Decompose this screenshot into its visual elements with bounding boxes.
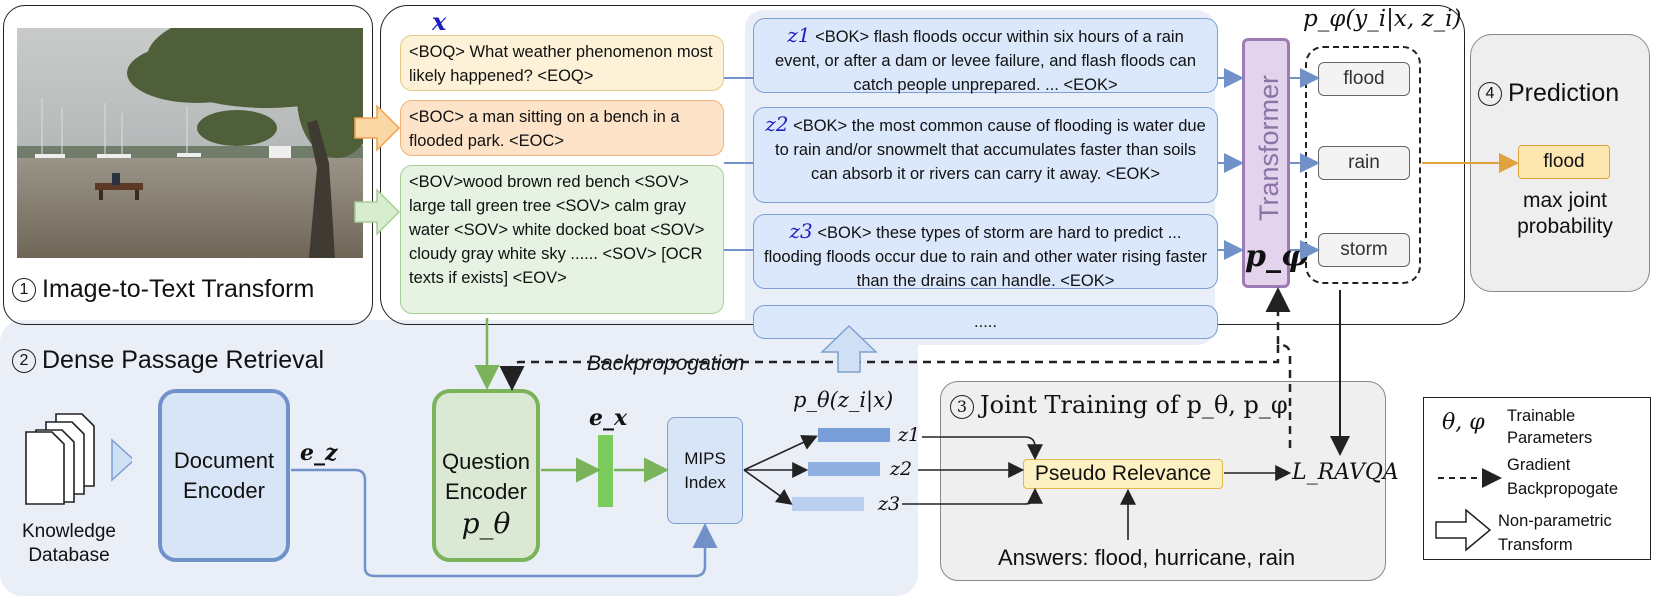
knowledge-z2-text: <BOK> the most common cause of flooding … — [775, 117, 1206, 183]
knowledge-z1-text: <BOK> flash floods occur within six hour… — [775, 28, 1196, 94]
step4-number: 4 — [1478, 82, 1502, 107]
question-encoder-param: p_θ — [461, 507, 511, 540]
step3-title-text: Joint Training of p_θ, p_φ — [980, 391, 1288, 419]
document-encoder: Document Encoder — [158, 389, 290, 562]
input-photo — [17, 28, 363, 258]
question-encoder-label: Question Encoder — [441, 449, 531, 504]
legend-params-text: Trainable Parameters — [1507, 407, 1593, 447]
knowledge-box-z2: z2 <BOK> the most common cause of floodi… — [753, 107, 1218, 203]
candidate-flood: flood — [1318, 62, 1410, 96]
retrieved-bar-z2 — [808, 462, 880, 476]
prediction-answer: flood — [1518, 145, 1610, 179]
knowledge-box-more: ..... — [753, 305, 1218, 339]
retrieved-z1: z1 — [898, 424, 921, 446]
knowledge-box-z1: z1 <BOK> flash floods occur within six h… — [753, 18, 1218, 94]
output-distribution-label: p_φ(y_i|x, z_i) — [1303, 6, 1462, 32]
knowledge-box-z3: z3 <BOK> these types of storm are hard t… — [753, 214, 1218, 290]
transformer-label: Transformer — [1254, 74, 1284, 222]
question-box: <BOQ> What weather phenomenon most likel… — [400, 35, 724, 91]
knowledge-z3-label: z3 — [789, 219, 813, 243]
step3-number: 3 — [950, 394, 974, 419]
step1-title-text: Image-to-Text Transform — [42, 275, 315, 303]
knowledge-z3-text: <BOK> these types of storm are hard to p… — [764, 224, 1208, 290]
retrieved-z3: z3 — [878, 493, 901, 515]
backprop-label: Backpropogation — [587, 352, 745, 375]
candidate-storm: storm — [1318, 233, 1410, 267]
step2-number: 2 — [12, 349, 36, 374]
step4-title-text: Prediction — [1508, 79, 1620, 107]
x-label: x — [432, 7, 447, 36]
legend-params-symbol: θ, φ — [1442, 410, 1485, 435]
caption-box: <BOC> a man sitting on a bench in a floo… — [400, 100, 724, 156]
ez-label: e_z — [300, 440, 338, 466]
pseudo-relevance-box: Pseudo Relevance — [1023, 459, 1223, 489]
knowledge-database-label: Knowledge Database — [21, 521, 117, 566]
mips-index: MIPS Index — [667, 417, 743, 524]
retrieval-distribution-label: p_θ(z_i|x) — [793, 388, 894, 412]
candidate-rain: rain — [1318, 146, 1410, 180]
visual-box: <BOV>wood brown red bench <SOV> large ta… — [400, 165, 724, 314]
transformer-block: Transformer p_φ — [1242, 38, 1309, 288]
step1-number: 1 — [12, 278, 36, 303]
image-to-text-panel — [3, 5, 373, 325]
legend-nonparam-text: Non-parametric Transform — [1498, 512, 1612, 554]
knowledge-z2-label: z2 — [765, 112, 789, 136]
step2-title-text: Dense Passage Retrieval — [42, 346, 325, 374]
knowledge-z1-label: z1 — [787, 23, 811, 47]
documents-icon — [12, 410, 136, 510]
retrieved-bar-z3 — [792, 497, 864, 511]
answers-label: Answers: flood, hurricane, rain — [998, 545, 1296, 570]
query-embedding-bar — [598, 435, 613, 507]
ex-label: e_x — [589, 405, 628, 431]
loss-label: L_RAVQA — [1292, 460, 1399, 485]
question-encoder: Question Encoder p_θ — [432, 389, 540, 562]
transformer-param: p_φ — [1245, 239, 1309, 274]
prediction-note: max joint probability — [1517, 189, 1613, 238]
legend-gradient-text: Gradient Backpropogate — [1507, 456, 1618, 498]
retrieved-z2: z2 — [890, 458, 913, 480]
retrieved-bar-z1 — [818, 428, 890, 442]
